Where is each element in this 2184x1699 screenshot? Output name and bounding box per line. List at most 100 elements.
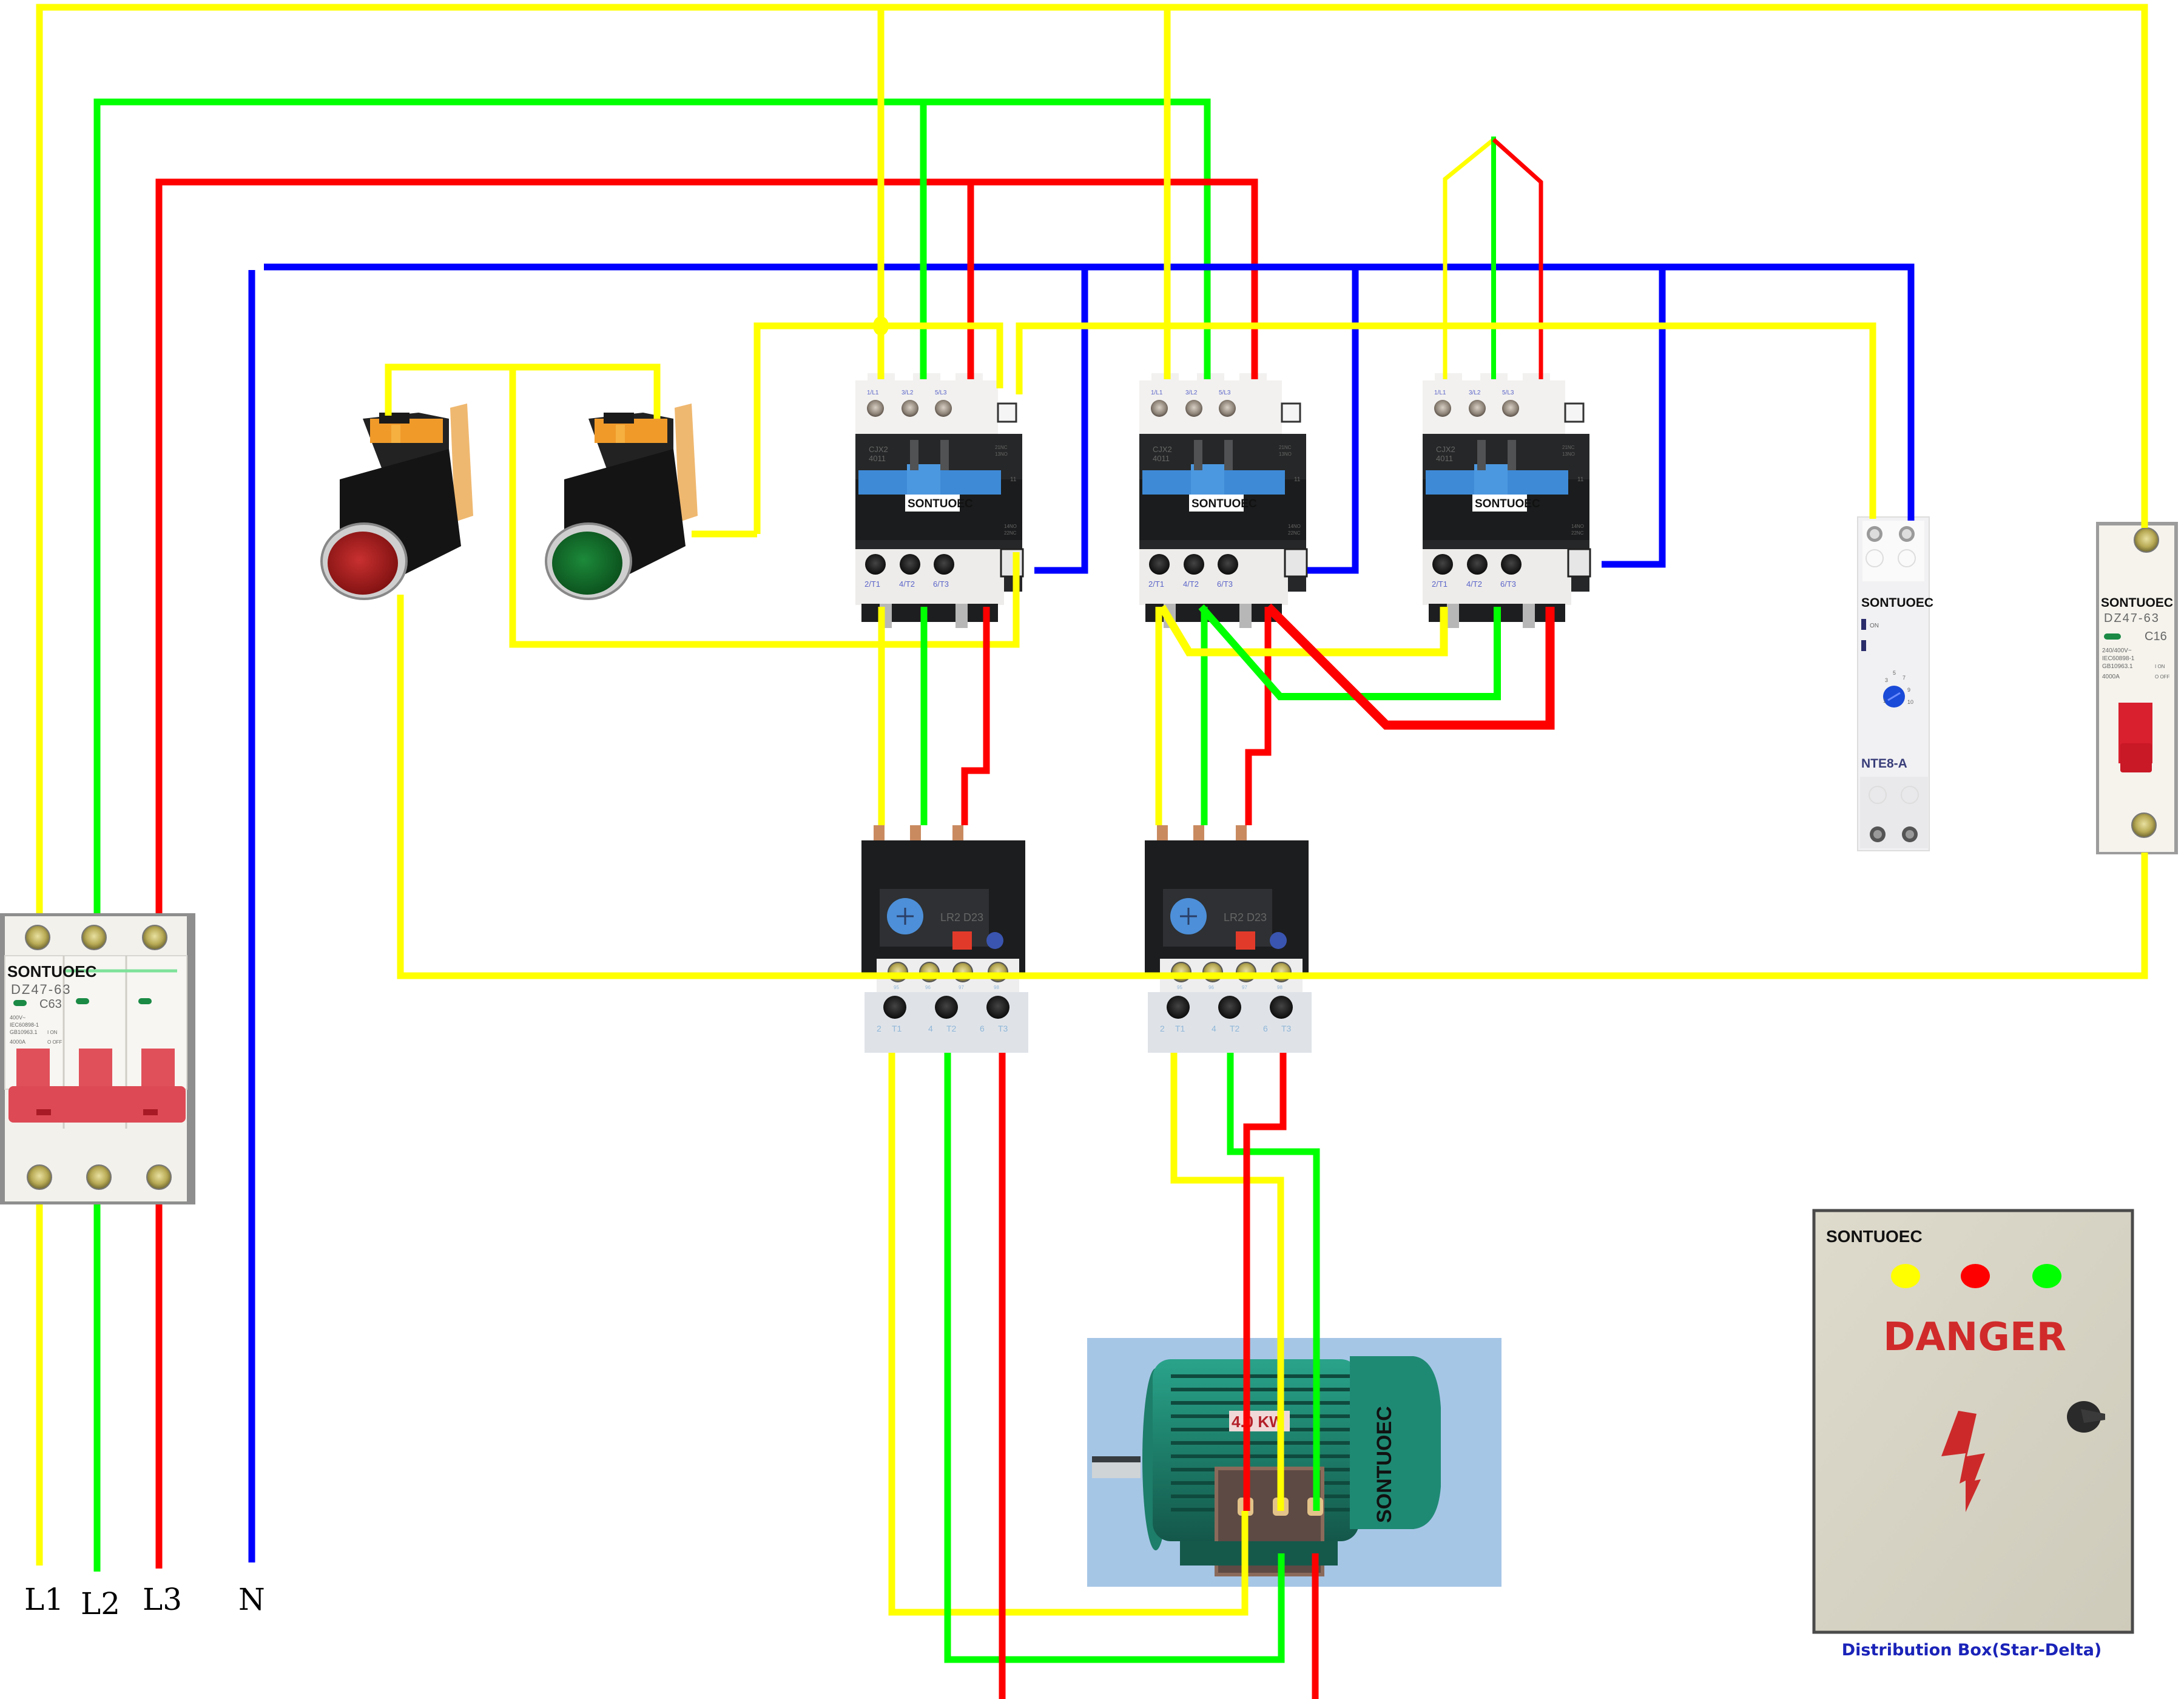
wire-ol1-to-motor-w2 <box>999 1053 1319 1699</box>
terminal-label: 4 <box>1212 1024 1216 1033</box>
terminal-hole <box>1434 400 1451 417</box>
aux-label: 22NC <box>1571 530 1584 536</box>
main-breaker[interactable]: SONTUOEC DZ47-63 C63 400V~ IEC60898-1 GB… <box>0 913 195 1204</box>
junction-dot <box>873 316 889 336</box>
phase-label-l3: L3 <box>143 1582 182 1617</box>
terminal-hole <box>1270 996 1293 1019</box>
wire-km2-km3-cross-l2 <box>1198 604 1501 700</box>
timer-dial-mark-7: 7 <box>1903 675 1906 681</box>
terminal-label: T3 <box>1281 1024 1292 1033</box>
wire-n-coil-km1 <box>1034 267 1088 574</box>
terminal-label: T1 <box>1175 1024 1185 1033</box>
aux-label: 13NO <box>1562 451 1575 457</box>
wire-l2-main-bus <box>93 98 1211 913</box>
wire-n-coil-km3 <box>1602 267 1666 568</box>
reset-button[interactable] <box>1236 931 1255 950</box>
wire-km2-km3-cross-l3 <box>1264 603 1555 730</box>
control-breaker-spec-voltage: 240/400V~ <box>2102 647 2132 654</box>
timer-dial[interactable]: 1 3 5 7 9 10 <box>1883 670 1913 708</box>
wire-control-hold <box>509 367 1020 648</box>
lightning-bolt-icon <box>1941 1411 1985 1512</box>
wire-star-bridge-l3 <box>1492 138 1543 379</box>
screw-icon <box>2134 527 2159 553</box>
aux-label: 22NC <box>1288 530 1301 536</box>
terminal-hole <box>1469 400 1486 417</box>
aux-label: 22NC <box>1004 530 1017 536</box>
control-breaker[interactable]: SONTUOEC DZ47-63 C16 240/400V~ IEC60898-… <box>2096 522 2178 854</box>
terminal-label: 6 <box>1263 1024 1268 1033</box>
terminal-label-bottom: 2/T1 <box>1432 579 1448 589</box>
terminal-hole <box>1167 996 1190 1019</box>
terminal-label-bottom: 2/T1 <box>1148 579 1164 589</box>
terminal-screw <box>865 554 886 575</box>
contactor-brand: SONTUOEC <box>908 498 973 510</box>
terminal-hole <box>902 400 918 417</box>
timer-relay[interactable]: SONTUOEC ON 1 3 5 7 9 10 NTE8-A <box>1857 516 1933 851</box>
start-push-button[interactable] <box>545 404 698 600</box>
danger-label: DANGER <box>1883 1315 2066 1360</box>
terminal-label-bottom: 4/T2 <box>1183 579 1199 589</box>
terminal-screw <box>934 554 954 575</box>
timer-dial-mark-9: 9 <box>1907 687 1910 693</box>
terminal-hole <box>935 400 952 417</box>
terminal-hole <box>867 400 884 417</box>
aux-terminal-label: 98 <box>994 985 999 990</box>
main-breaker-on-label: I ON <box>47 1030 58 1035</box>
aux-label: 11 <box>1577 476 1584 483</box>
aux-terminal-label: 97 <box>959 985 964 990</box>
door-handle-knob[interactable] <box>2067 1401 2105 1433</box>
wire-control-overload <box>397 595 2148 979</box>
test-button[interactable] <box>1270 932 1287 949</box>
terminal-label-top: 1/L1 <box>867 390 879 396</box>
start-button-cap[interactable] <box>552 532 622 595</box>
overload-model: LR2 D23 <box>1224 911 1267 924</box>
reset-button[interactable] <box>952 931 972 950</box>
breaker-handle[interactable] <box>8 1049 186 1123</box>
terminal-hole <box>1219 400 1236 417</box>
aux-terminal-label: 96 <box>925 985 931 990</box>
wire-l1-main-bus <box>36 4 2148 913</box>
control-breaker-handle[interactable] <box>2118 703 2152 772</box>
wire-km2-t3 <box>1245 607 1272 825</box>
terminal-label-bottom: 6/T3 <box>1217 579 1233 589</box>
motor[interactable]: SONTUOEC 4.0 KW <box>1087 1338 1502 1587</box>
terminal-hole <box>1185 400 1202 417</box>
aux-label: 14NO <box>1004 524 1017 529</box>
terminal-label-top: 5/L3 <box>935 390 947 396</box>
wire-control-buttons <box>385 363 661 419</box>
terminal-label: T2 <box>946 1024 957 1033</box>
wire-ol1-to-motor-v2 <box>944 1053 1285 1663</box>
control-breaker-spec-gb: GB10963.1 <box>2102 663 2133 670</box>
wire-star-bridge-l1 <box>1443 138 1495 379</box>
phase-label-n: N <box>238 1582 265 1617</box>
control-breaker-model: DZ47-63 <box>2104 612 2160 625</box>
stop-push-button[interactable] <box>320 404 473 600</box>
test-button[interactable] <box>986 932 1003 949</box>
wire-ol1-to-motor-u2 <box>888 1053 1249 1616</box>
main-breaker-rating: C63 <box>39 998 62 1011</box>
distribution-box[interactable]: SONTUOEC DANGER <box>1812 1209 2134 1634</box>
main-breaker-spec-iec: IEC60898-1 <box>10 1022 39 1028</box>
timer-dial-mark-10: 10 <box>1907 699 1913 705</box>
terminal-screw <box>900 554 920 575</box>
terminal-screw <box>1501 554 1522 575</box>
indicator-light-yellow <box>1891 1264 1920 1288</box>
indicator-light-red <box>1961 1264 1990 1288</box>
main-breaker-off-label: O OFF <box>47 1039 62 1045</box>
aux-label: 11 <box>1294 476 1301 483</box>
contactor-model: CJX2 <box>1153 445 1172 454</box>
terminal-label: T1 <box>892 1024 902 1033</box>
motor-power-rating: 4.0 KW <box>1232 1413 1284 1431</box>
motor-brand: SONTUOEC <box>1373 1406 1396 1523</box>
phase-label-l2: L2 <box>81 1586 120 1621</box>
stop-button-cap[interactable] <box>328 532 398 595</box>
control-breaker-spec-iec: IEC60898-1 <box>2102 655 2135 662</box>
